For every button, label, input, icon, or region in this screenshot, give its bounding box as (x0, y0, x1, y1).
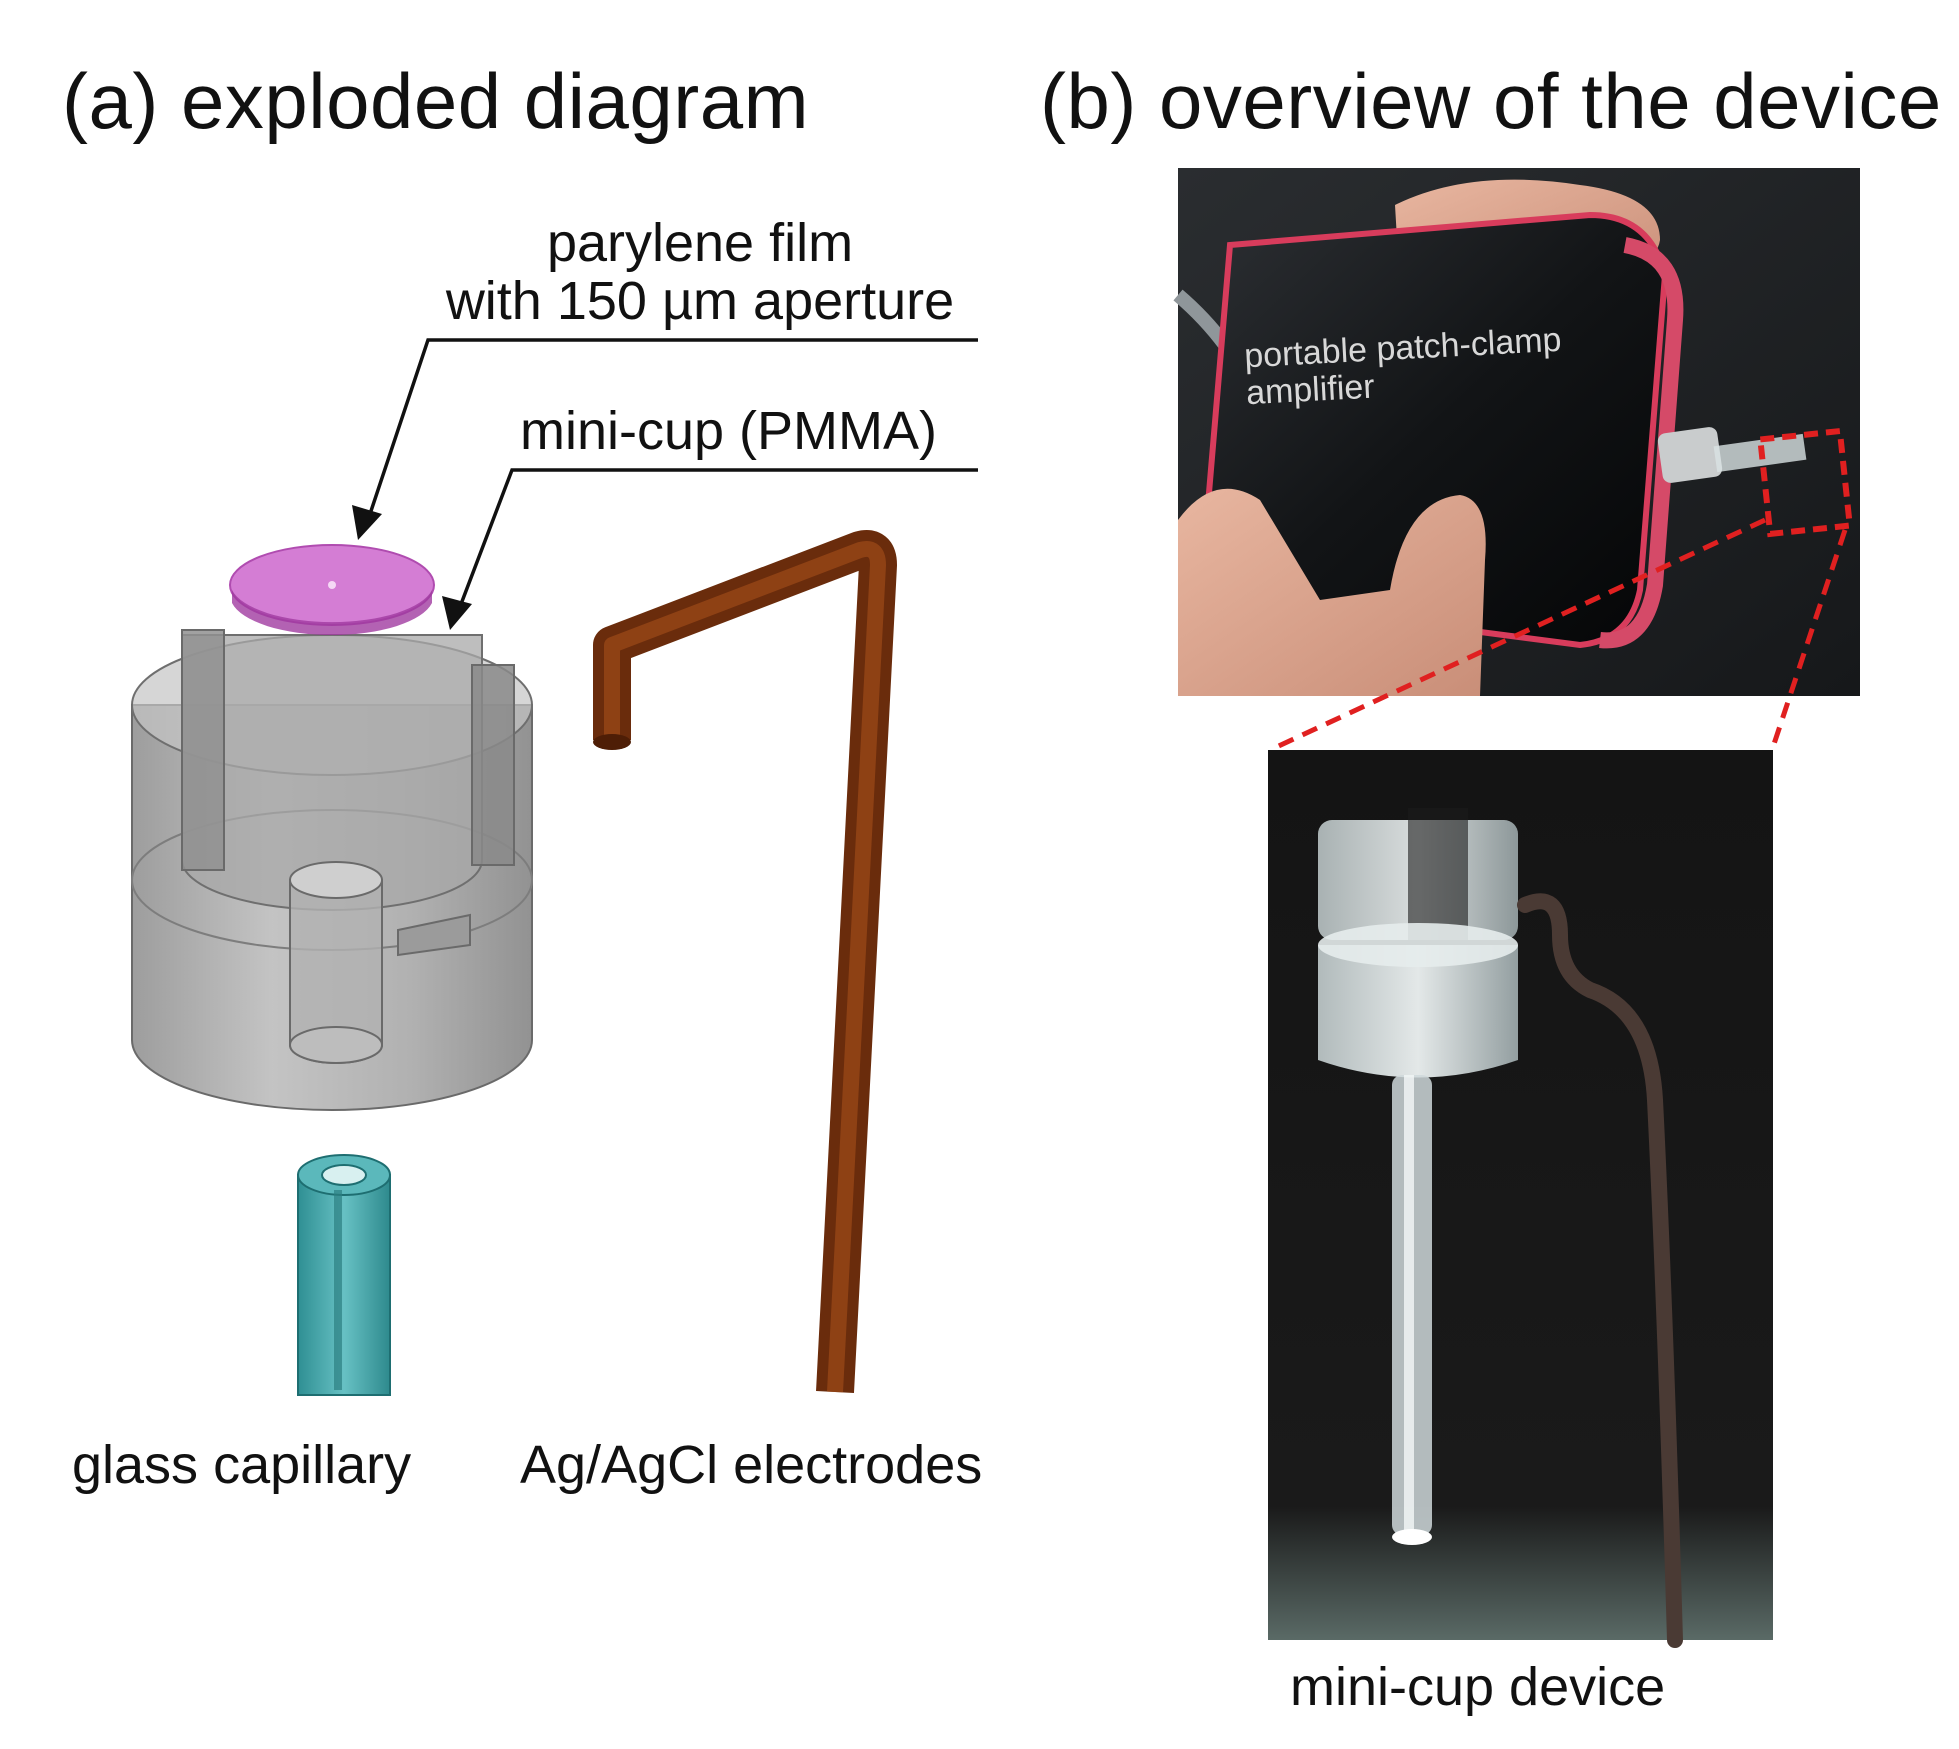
mini-cup-model (131, 629, 533, 1111)
panel-a-title: (a) exploded diagram (62, 57, 810, 145)
electrodes-label: Ag/AgCl electrodes (520, 1435, 983, 1495)
mini-cup-device-caption: mini-cup device (1290, 1657, 1666, 1717)
mini-cup-photo (1268, 750, 1773, 1648)
zoom-connector-lines (1268, 517, 1848, 753)
panel-b-title: (b) overview of the device (1040, 57, 1942, 145)
parylene-label-line2: with 150 µm aperture (445, 271, 955, 332)
amplifier-photo (1173, 168, 1860, 696)
mini-cup-label: mini-cup (PMMA) (520, 401, 938, 461)
glass-capillary-model (297, 1154, 391, 1396)
glass-capillary-label: glass capillary (72, 1435, 412, 1495)
parylene-film-label: parylene film with 150 µm aperture (420, 214, 980, 331)
parylene-film-disk (229, 544, 435, 636)
parylene-leader-line (352, 338, 978, 540)
electrode-wire-model (593, 530, 897, 1393)
parylene-label-line1: parylene film (546, 213, 854, 273)
mini-cup-leader-line (442, 468, 978, 630)
